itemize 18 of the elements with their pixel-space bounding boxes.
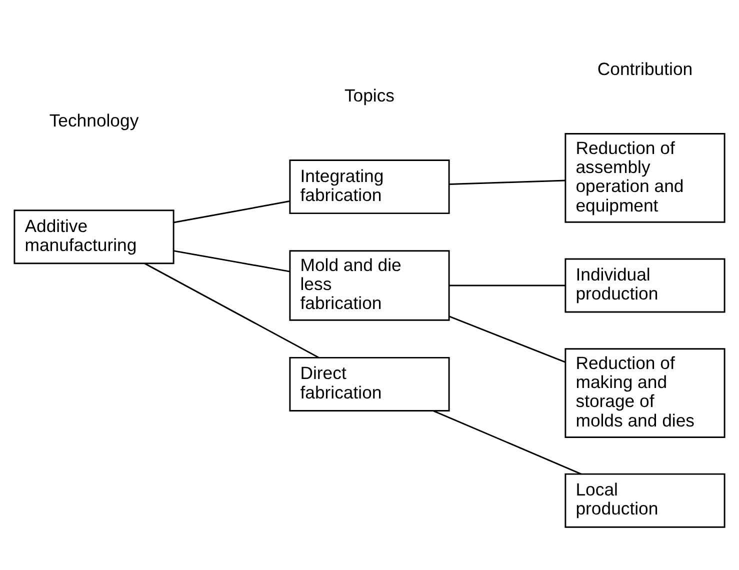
node-box: Mold and die less fabrication [289, 250, 450, 320]
label: Contribution [597, 58, 693, 78]
label: Technology [49, 110, 139, 130]
connector [173, 200, 290, 223]
connector [449, 284, 566, 286]
node-box: Direct fabrication [289, 356, 450, 411]
label: Topics [344, 84, 395, 105]
connector [433, 410, 582, 474]
node-box: Reduction of making and storage of molds and dies [564, 348, 726, 438]
node-box: Individual production [564, 258, 726, 312]
connector [173, 250, 290, 272]
connector [144, 262, 319, 358]
node-box: Local production [564, 472, 726, 528]
node-box: Additive manufacturing [14, 209, 174, 264]
connector [448, 315, 566, 362]
node-box: Reduction of assembly operation and equipment [564, 132, 726, 222]
connector [449, 179, 566, 184]
node-box: Integrating fabrication [289, 159, 450, 214]
